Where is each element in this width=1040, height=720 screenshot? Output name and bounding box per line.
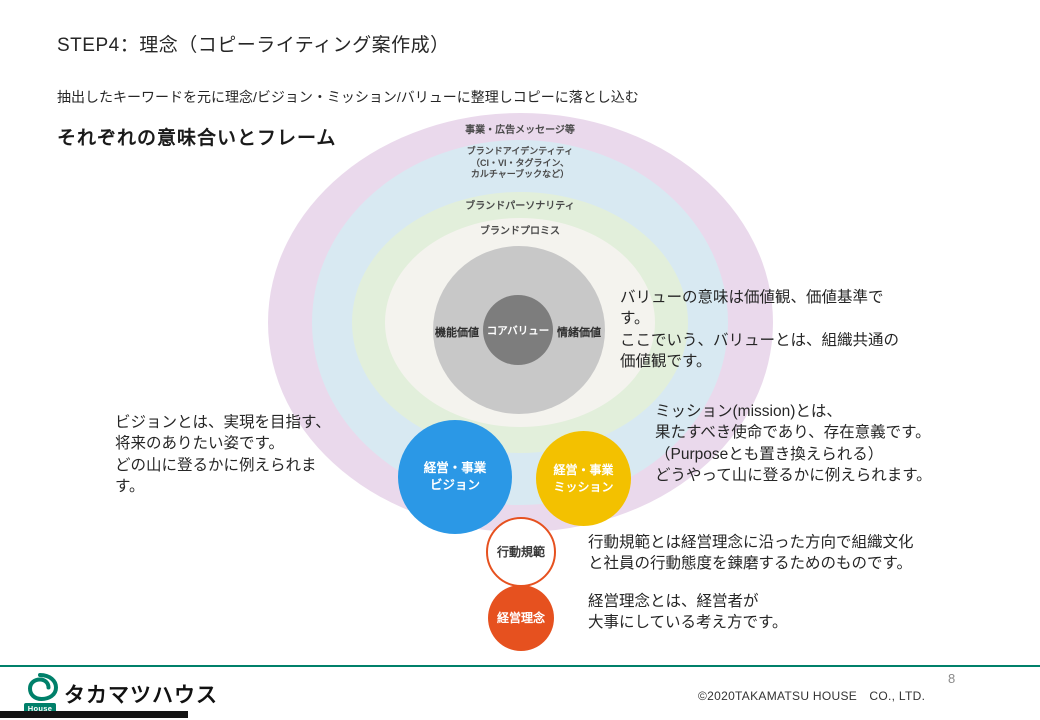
slide-subtitle: 抽出したキーワードを元に理念/ビジョン・ミッション/バリューに整理しコピーに落と… [57,89,639,105]
core-value-circle: コアバリュー [483,295,553,365]
footer-divider [0,665,1040,667]
philosophy-annotation: 経営理念とは、経営者が 大事にしている考え方です。 [588,593,788,632]
page-number: 8 [948,671,956,686]
mission-annotation: ミッション(mission)とは、 果たすべき使命であり、存在意義です。 （Pu… [655,403,932,485]
emotional-value-label: 情緒価値 [557,327,601,339]
functional-value-label: 機能価値 [435,327,479,339]
slide-title: STEP4：理念（コピーライティング案作成） [57,35,450,56]
vision-node: 経営・事業 ビジョン [398,420,512,534]
code-of-conduct-annotation: 行動規範とは経営理念に沿った方向で組織文化 と社員の行動態度を錬磨するためのもの… [588,534,914,573]
ring-label-brand-personality: ブランドパーソナリティ [465,201,575,212]
code-of-conduct-node: 行動規範 [486,517,556,587]
section-heading: それぞれの意味合いとフレーム [57,128,337,149]
bottom-left-bar [0,711,188,718]
vision-annotation: ビジョンとは、実現を目指す、 将来のありたい姿です。 どの山に登るかに例えられま… [115,414,331,496]
mission-node: 経営・事業 ミッション [536,431,631,526]
value-annotation: バリューの意味は価値観、価値基準で す。 ここでいう、バリューとは、組織共通の … [620,289,900,371]
ring-label-business-message: 事業・広告メッセージ等 [465,125,575,136]
philosophy-node: 経営理念 [488,585,554,651]
ring-label-brand-identity: ブランドアイデンティティ （CI・VI・タグライン、 カルチャーブックなど） [466,146,574,180]
ring-label-brand-promise: ブランドプロミス [480,226,560,237]
company-name: タカマツハウス [64,684,218,707]
copyright-text: ©2020TAKAMATSU HOUSE CO., LTD. [698,689,926,703]
logo-banner-label: House [23,703,57,714]
takamatsu-logo-icon [21,672,59,707]
company-logo: House [20,672,60,714]
